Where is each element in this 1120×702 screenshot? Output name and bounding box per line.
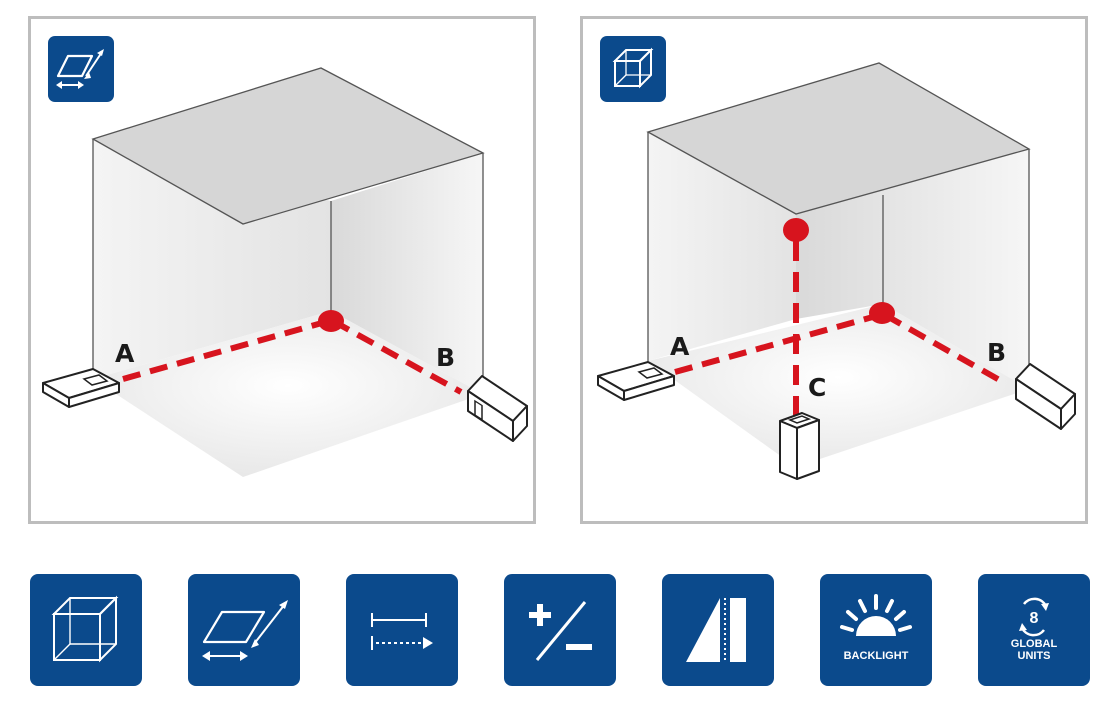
volume-room-illustration xyxy=(597,62,1076,480)
feature-continuous-tile xyxy=(346,574,458,686)
left-wall xyxy=(648,132,796,361)
device-a xyxy=(597,361,675,401)
feature-indirect-height-tile xyxy=(662,574,774,686)
area-measurement-panel: A B xyxy=(28,16,536,524)
device-b xyxy=(467,375,528,442)
feature-volume-tile xyxy=(30,574,142,686)
volume-measurement-panel: A B C xyxy=(580,16,1088,524)
volume-mode-badge xyxy=(600,36,666,102)
device-a xyxy=(42,368,120,408)
global-units-label-1: GLOBAL xyxy=(1010,638,1058,650)
indirect-height-icon xyxy=(686,598,746,662)
volume-measurement-icon xyxy=(51,595,119,663)
feature-area-tile xyxy=(188,574,300,686)
right-wall xyxy=(331,153,483,394)
right-wall xyxy=(796,149,1029,389)
laser-line-b xyxy=(883,312,1005,385)
floor-corner-point xyxy=(869,302,895,324)
laser-line-a xyxy=(122,318,330,382)
device-b xyxy=(1015,363,1076,430)
point-label-c: C xyxy=(808,373,827,402)
area-mode-badge xyxy=(48,36,114,102)
backlight-label: BACKLIGHT xyxy=(843,650,909,662)
feature-backlight-tile: BACKLIGHT xyxy=(820,574,932,686)
feature-icon-row: BACKLIGHT 8 GLOBAL UNITS xyxy=(30,574,1095,686)
area-measurement-icon xyxy=(202,600,288,661)
device-c xyxy=(779,412,820,480)
global-units-label-2: UNITS xyxy=(1017,650,1051,662)
global-units-icon: 8 xyxy=(1019,597,1049,637)
backlight-icon xyxy=(840,594,912,636)
global-units-badge: 8 xyxy=(1030,610,1039,627)
laser-line-b xyxy=(331,318,463,395)
feature-global-units-tile: 8 GLOBAL UNITS xyxy=(978,574,1090,686)
addition-subtraction-icon xyxy=(529,601,592,661)
area-room-illustration xyxy=(42,67,528,477)
continuous-measurement-icon xyxy=(371,613,433,650)
point-label-b: B xyxy=(436,343,456,372)
area-measurement-icon xyxy=(56,49,104,89)
point-label-a: A xyxy=(115,339,135,368)
ceiling-corner-point xyxy=(783,218,809,242)
volume-measurement-icon xyxy=(612,47,654,89)
point-label-a: A xyxy=(670,332,690,361)
feature-addition-subtraction-tile xyxy=(504,574,616,686)
laser-line-a xyxy=(674,312,881,375)
point-label-b: B xyxy=(987,338,1007,367)
corner-point xyxy=(318,310,344,332)
